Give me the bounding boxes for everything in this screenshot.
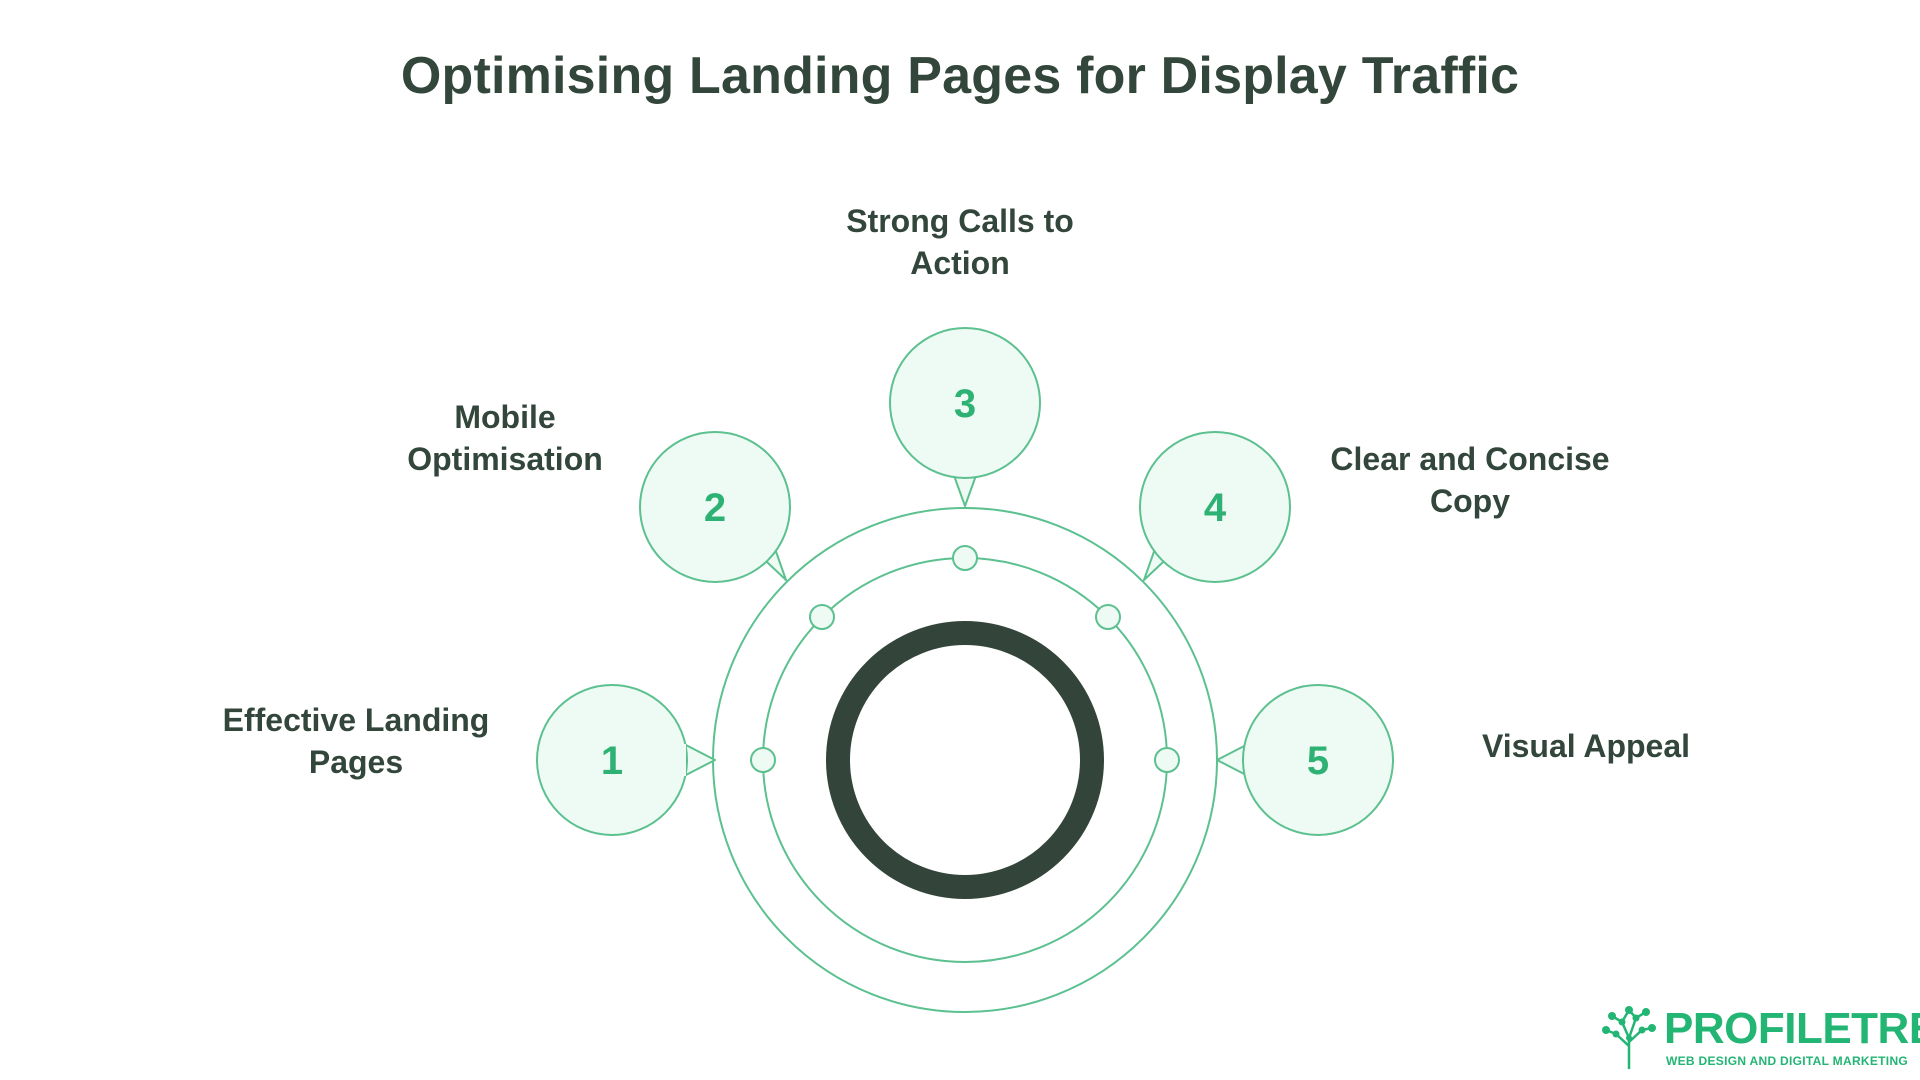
step-label-4: Clear and Concise Copy bbox=[1330, 441, 1610, 519]
diagram-title: Optimising Landing Pages for Display Tra… bbox=[400, 47, 1520, 105]
step-number-5: 5 bbox=[1307, 739, 1329, 783]
outer-ring bbox=[712, 507, 1218, 1013]
step-number-2: 2 bbox=[704, 486, 726, 530]
profiletree-logo: PROFILETREE WEB DESIGN AND DIGITAL MARKE… bbox=[1598, 1004, 1920, 1072]
ring-marker-1 bbox=[750, 747, 776, 773]
bubble-1: 1 bbox=[536, 684, 716, 836]
bubble-5: 5 bbox=[1216, 684, 1394, 836]
bubble-3: 3 bbox=[889, 327, 1041, 507]
step-number-1: 1 bbox=[601, 739, 623, 783]
step-number-3: 3 bbox=[954, 382, 976, 426]
step-label-5: Visual Appeal bbox=[1481, 728, 1691, 764]
tree-icon bbox=[1602, 1006, 1656, 1070]
step-label-1: Effective Landing Pages bbox=[222, 702, 490, 780]
bubble-4: 4 bbox=[1139, 431, 1291, 583]
ring-marker-5 bbox=[1154, 747, 1180, 773]
core-ring bbox=[826, 621, 1104, 899]
logo-tagline: WEB DESIGN AND DIGITAL MARKETING bbox=[1666, 1054, 1909, 1068]
step-label-3: Strong Calls to Action bbox=[846, 203, 1074, 281]
step-label-2: Mobile Optimisation bbox=[407, 399, 603, 477]
logo-wordmark: PROFILETREE bbox=[1664, 1004, 1920, 1053]
step-number-4: 4 bbox=[1204, 486, 1227, 530]
bubble-2: 2 bbox=[639, 431, 791, 583]
ring-marker-2 bbox=[809, 604, 835, 630]
ring-marker-3 bbox=[952, 545, 978, 571]
ring-marker-4 bbox=[1095, 604, 1121, 630]
